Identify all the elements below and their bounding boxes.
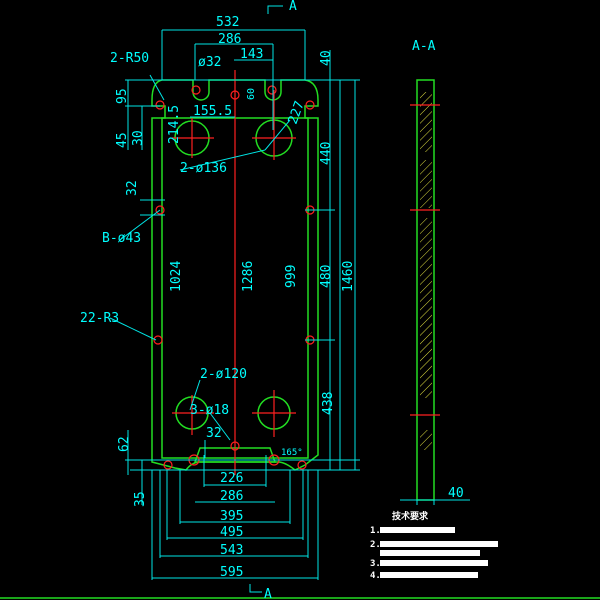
section-title: A-A bbox=[412, 39, 436, 54]
dim-2-d136: 2-ø136 bbox=[180, 161, 227, 176]
dim-32-left: 32 bbox=[125, 180, 140, 196]
dim-1460: 1460 bbox=[341, 261, 356, 292]
section-letter-top: A bbox=[289, 0, 297, 14]
dim-440: 440 bbox=[319, 142, 334, 165]
dim-62: 62 bbox=[117, 436, 132, 452]
notes-title: 技术要求 bbox=[392, 510, 429, 522]
dim-438: 438 bbox=[321, 392, 336, 415]
section-letter-bottom: A bbox=[264, 587, 272, 600]
dim-22-r3: 22-R3 bbox=[80, 311, 119, 326]
section-marker-top: A bbox=[267, 0, 297, 14]
dim-3-d18: 3-ø18 bbox=[190, 403, 229, 418]
dim-165-deg: 165° bbox=[281, 448, 303, 458]
dim-155-5: 155.5 bbox=[193, 104, 232, 119]
dim-286-bottom: 286 bbox=[220, 489, 243, 504]
dim-1286: 1286 bbox=[241, 261, 256, 292]
dim-214-5: 214.5 bbox=[167, 105, 182, 144]
dim-143: 143 bbox=[240, 47, 263, 62]
dim-2-r50: 2-R50 bbox=[110, 51, 149, 66]
dim-532: 532 bbox=[216, 15, 239, 30]
dim-d32: ø32 bbox=[198, 55, 221, 70]
dim-999: 999 bbox=[284, 265, 299, 288]
port-hole-top-left bbox=[172, 118, 214, 158]
technical-notes: 技术要求 1. 2. 3. 4. bbox=[370, 510, 498, 581]
dim-95: 95 bbox=[115, 88, 130, 104]
dim-35: 35 bbox=[133, 491, 148, 507]
dim-395: 395 bbox=[220, 509, 243, 524]
plate-outline bbox=[151, 79, 319, 471]
port-hole-bottom-right bbox=[252, 390, 296, 437]
dim-30: 30 bbox=[131, 130, 146, 146]
dim-495: 495 bbox=[220, 525, 243, 540]
note-2: 2. bbox=[370, 540, 381, 550]
port-hole-bottom-left bbox=[172, 395, 214, 435]
dim-286-top: 286 bbox=[218, 32, 241, 47]
dim-2-d120: 2-ø120 bbox=[200, 367, 247, 382]
section-view bbox=[400, 79, 470, 505]
note-1: 1. bbox=[370, 526, 381, 536]
dim-45: 45 bbox=[115, 132, 130, 148]
dim-40-top: 40 bbox=[319, 50, 334, 66]
section-marker-bottom: A bbox=[249, 584, 272, 600]
dimension-lines bbox=[109, 29, 360, 580]
dim-60: 60 bbox=[246, 88, 257, 100]
note-4: 4. bbox=[370, 571, 381, 581]
dim-226: 226 bbox=[220, 471, 243, 486]
dim-section-40: 40 bbox=[448, 486, 464, 501]
dim-595: 595 bbox=[220, 565, 243, 580]
dim-227: 227 bbox=[286, 99, 308, 126]
dim-1024: 1024 bbox=[169, 261, 184, 292]
dim-543: 543 bbox=[220, 543, 243, 558]
bottom-guide bbox=[193, 447, 277, 463]
note-3: 3. bbox=[370, 559, 381, 569]
dim-32-bottom: 32 bbox=[206, 426, 222, 441]
dim-b-d43: B-ø43 bbox=[102, 231, 141, 246]
dim-480: 480 bbox=[319, 265, 334, 288]
port-hole-top-right bbox=[252, 90, 296, 160]
